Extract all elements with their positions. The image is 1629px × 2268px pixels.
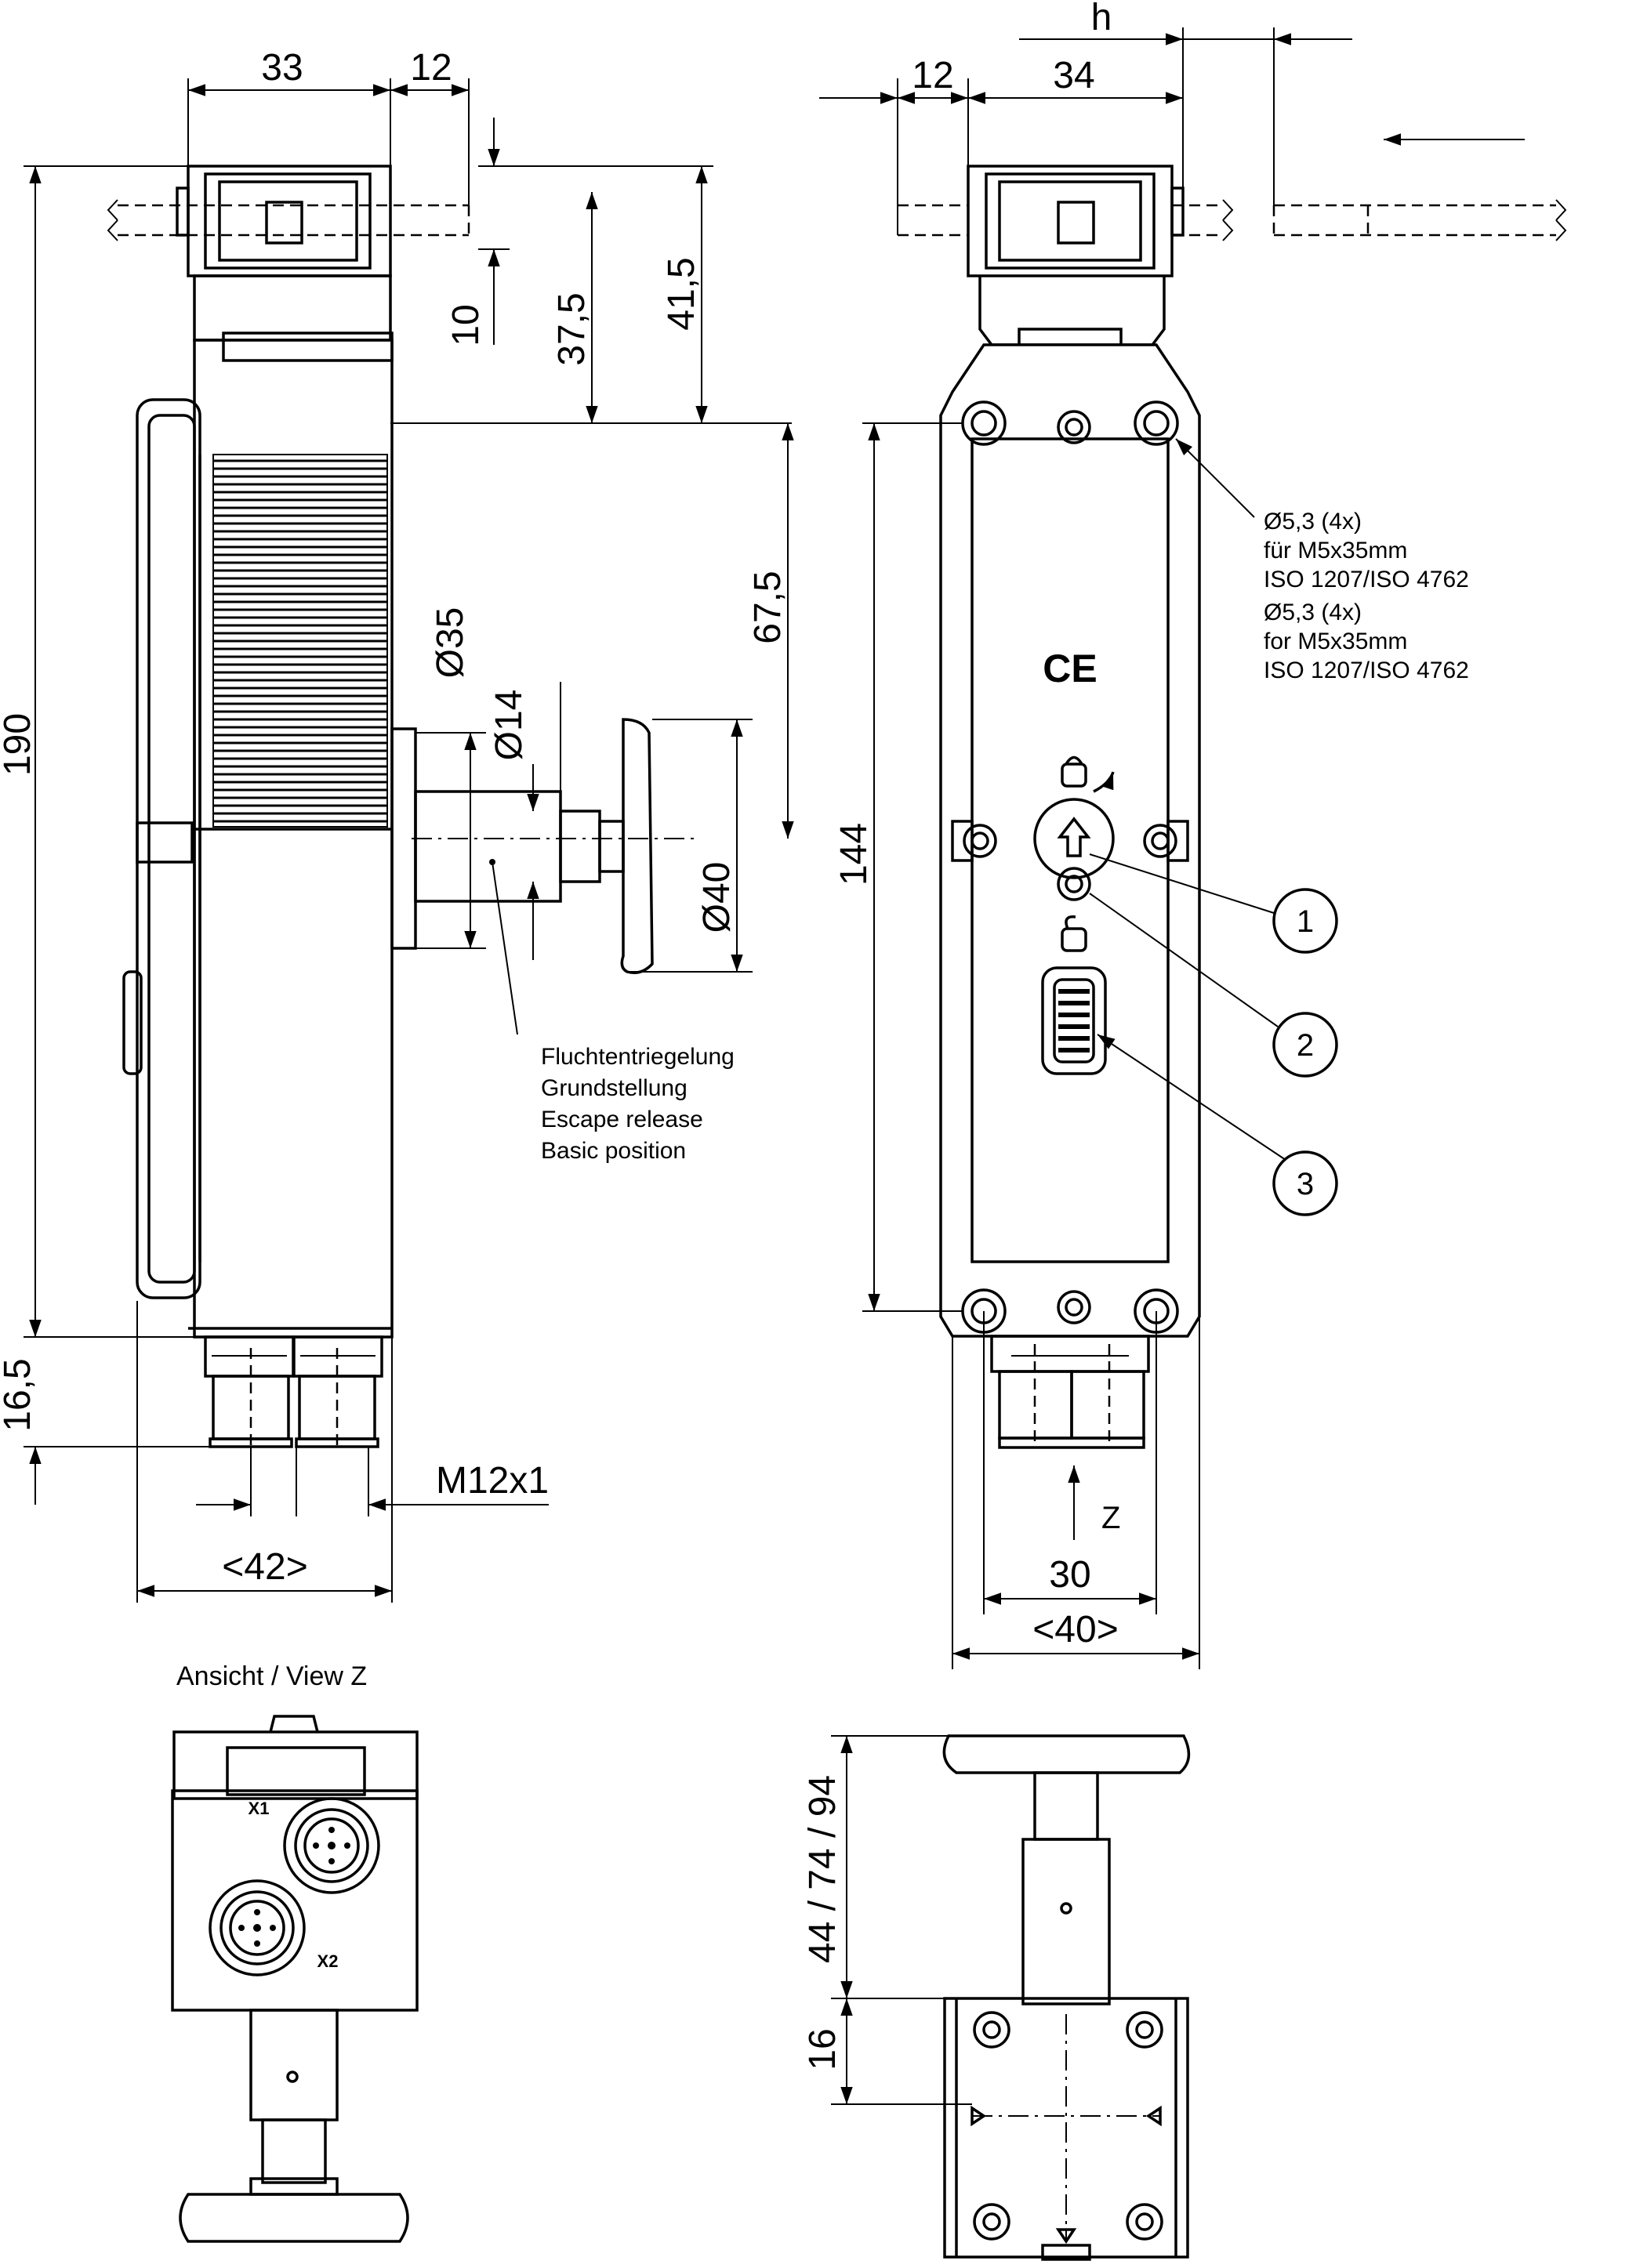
front-view: CE <box>819 27 1567 1669</box>
escape-note: Fluchtentriegelung Grundstellung Escape … <box>541 1044 735 1164</box>
cooling-ribs <box>212 454 388 828</box>
dim-37-5: 37,5 <box>551 292 593 365</box>
dim-144: 144 <box>833 823 875 886</box>
dim-m12x1: M12x1 <box>436 1460 549 1502</box>
dim-67-5: 67,5 <box>747 571 789 643</box>
top-view <box>831 1734 1191 2261</box>
hole-note-line-6: ISO 1207/ISO 4762 <box>1264 658 1469 683</box>
hole-note: Ø5,3 (4x) für M5x35mm ISO 1207/ISO 4762 … <box>1264 509 1469 683</box>
dim-33: 33 <box>261 47 303 89</box>
key-switch <box>1033 755 1115 952</box>
hole-note-line-2: für M5x35mm <box>1264 538 1407 563</box>
hole-note-line-1: Ø5,3 (4x) <box>1264 509 1362 534</box>
dim-41-5: 41,5 <box>661 257 702 330</box>
dim-d14: Ø14 <box>488 690 530 761</box>
connectors-front <box>990 1335 1150 1449</box>
dim-190: 190 <box>0 713 38 776</box>
dim-34: 34 <box>1053 55 1094 96</box>
dim-16: 16 <box>802 2028 844 2070</box>
escape-note-line-3: Escape release <box>541 1107 703 1132</box>
view-z-title: Ansicht / View Z <box>176 1661 367 1691</box>
view-z <box>171 1715 419 2243</box>
dim-h: h <box>1091 0 1112 38</box>
connectors-side <box>204 1335 383 1448</box>
dim-42: <42> <box>222 1546 307 1588</box>
escape-release-knob <box>390 718 698 974</box>
dim-40: <40> <box>1032 1609 1118 1650</box>
connector-x1-label: X1 <box>249 1799 270 1818</box>
dim-12-right: 12 <box>912 55 953 96</box>
connector-x2-label: X2 <box>317 1951 339 1971</box>
escape-note-line-1: Fluchtentriegelung <box>541 1044 735 1070</box>
dim-10: 10 <box>445 304 487 346</box>
dim-44-74-94: 44 / 74 / 94 <box>802 1775 844 1963</box>
escape-note-line-4: Basic position <box>541 1138 686 1164</box>
dimension-labels: 33 12 10 37,5 41,5 67,5 190 16,5 Ø35 Ø14… <box>0 0 1120 2071</box>
view-z-arrow-label: Z <box>1101 1501 1120 1535</box>
side-view <box>24 78 794 1603</box>
ce-mark: CE <box>1043 647 1097 690</box>
dim-d35: Ø35 <box>430 607 471 679</box>
callout-3: 3 <box>1297 1167 1314 1201</box>
hole-note-line-4: Ø5,3 (4x) <box>1264 600 1362 625</box>
dim-30: 30 <box>1049 1554 1090 1596</box>
escape-note-line-2: Grundstellung <box>541 1075 688 1101</box>
hole-note-line-3: ISO 1207/ISO 4762 <box>1264 567 1469 592</box>
dim-12-left: 12 <box>410 47 452 89</box>
hole-note-line-5: for M5x35mm <box>1264 629 1407 654</box>
dim-16-5: 16,5 <box>0 1358 38 1431</box>
callout-1: 1 <box>1297 904 1314 939</box>
dim-d40: Ø40 <box>696 862 738 933</box>
callout-2: 2 <box>1297 1028 1314 1063</box>
